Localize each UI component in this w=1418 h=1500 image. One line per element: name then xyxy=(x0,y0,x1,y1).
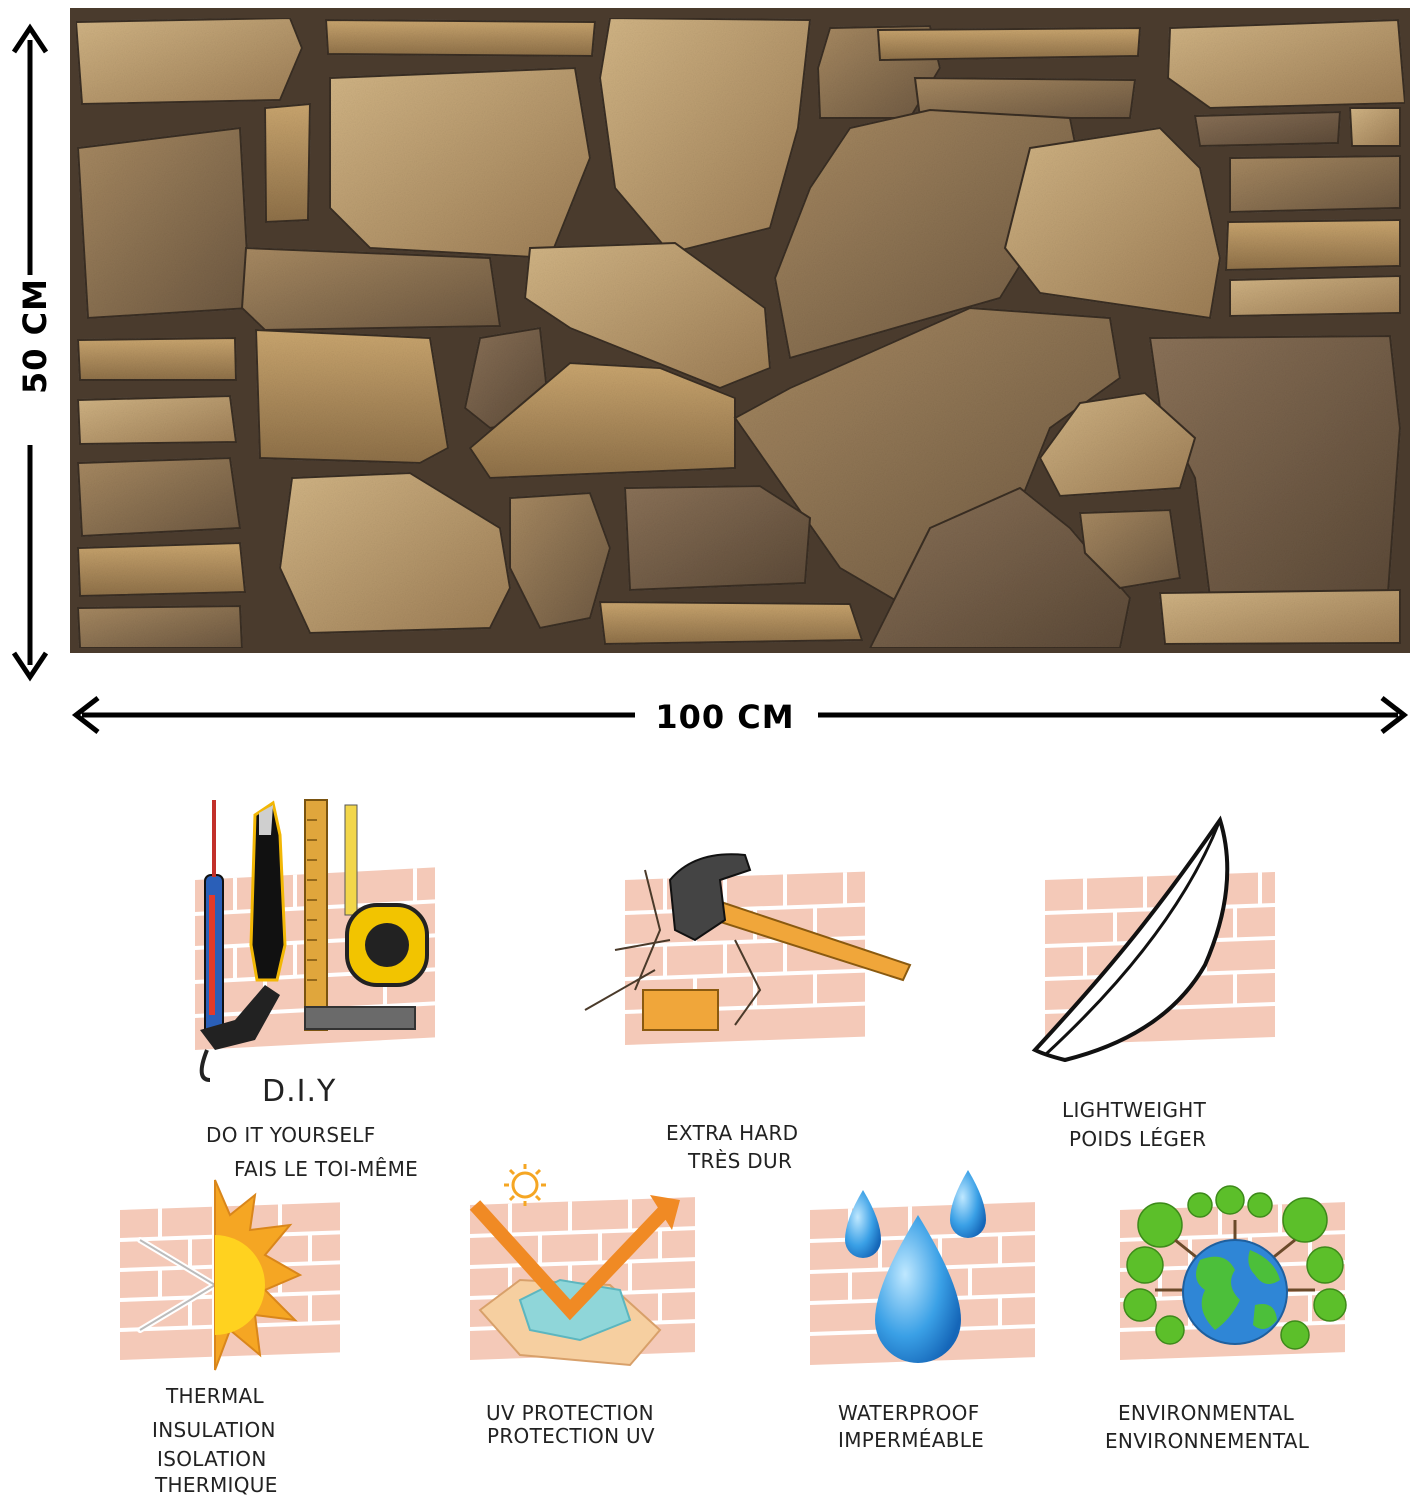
hammer-icon xyxy=(584,853,912,1045)
feature-thermal-line-1: THERMAL xyxy=(166,1384,264,1408)
feature-environmental-line-1: ENVIRONMENTAL xyxy=(1118,1401,1295,1425)
uv-protection-icon xyxy=(469,1164,695,1367)
feature-uv-line-2: PROTECTION UV xyxy=(487,1424,655,1448)
feature-extra-hard-line-2: TRÈS DUR xyxy=(688,1149,793,1173)
feature-waterproof xyxy=(805,1165,1045,1380)
feature-environmental xyxy=(1115,1180,1355,1380)
feature-extra-hard xyxy=(575,840,915,1060)
feature-thermal-line-4: THERMIQUE xyxy=(155,1473,278,1497)
feature-diy xyxy=(185,795,445,1085)
feature-environmental-line-2: ENVIRONNEMENTAL xyxy=(1105,1429,1310,1453)
feature-waterproof-line-1: WATERPROOF xyxy=(838,1401,980,1425)
water-drops-icon xyxy=(810,1170,1035,1365)
feature-lightweight xyxy=(1025,815,1285,1075)
feature-diy-line-2: DO IT YOURSELF xyxy=(206,1123,376,1147)
height-dimension-arrow xyxy=(11,23,49,682)
feature-lightweight-line-2: POIDS LÉGER xyxy=(1069,1127,1207,1151)
width-dimension-arrow xyxy=(71,696,1409,734)
earth-trees-icon xyxy=(1120,1185,1347,1360)
feature-thermal-line-2: INSULATION xyxy=(152,1418,276,1442)
feature-lightweight-line-1: LIGHTWEIGHT xyxy=(1062,1098,1207,1122)
feature-waterproof-line-2: IMPERMÉABLE xyxy=(838,1428,985,1452)
feature-thermal-line-3: ISOLATION xyxy=(157,1447,267,1471)
width-label: 100 CM xyxy=(640,698,810,736)
feature-diy-line-3: FAIS LE TOI-MÊME xyxy=(234,1157,419,1181)
feature-diy-title: D.I.Y xyxy=(262,1074,337,1109)
feather-icon xyxy=(1031,815,1275,1063)
feature-thermal xyxy=(105,1170,355,1380)
feature-uv-protection xyxy=(460,1160,710,1375)
height-label: 50 CM xyxy=(16,278,54,394)
stone-panel-image xyxy=(70,8,1410,653)
feature-extra-hard-line-1: EXTRA HARD xyxy=(666,1121,799,1145)
feature-uv-line-1: UV PROTECTION xyxy=(486,1401,654,1425)
diy-tools-icon xyxy=(195,799,435,1082)
thermal-icon xyxy=(120,1179,340,1373)
